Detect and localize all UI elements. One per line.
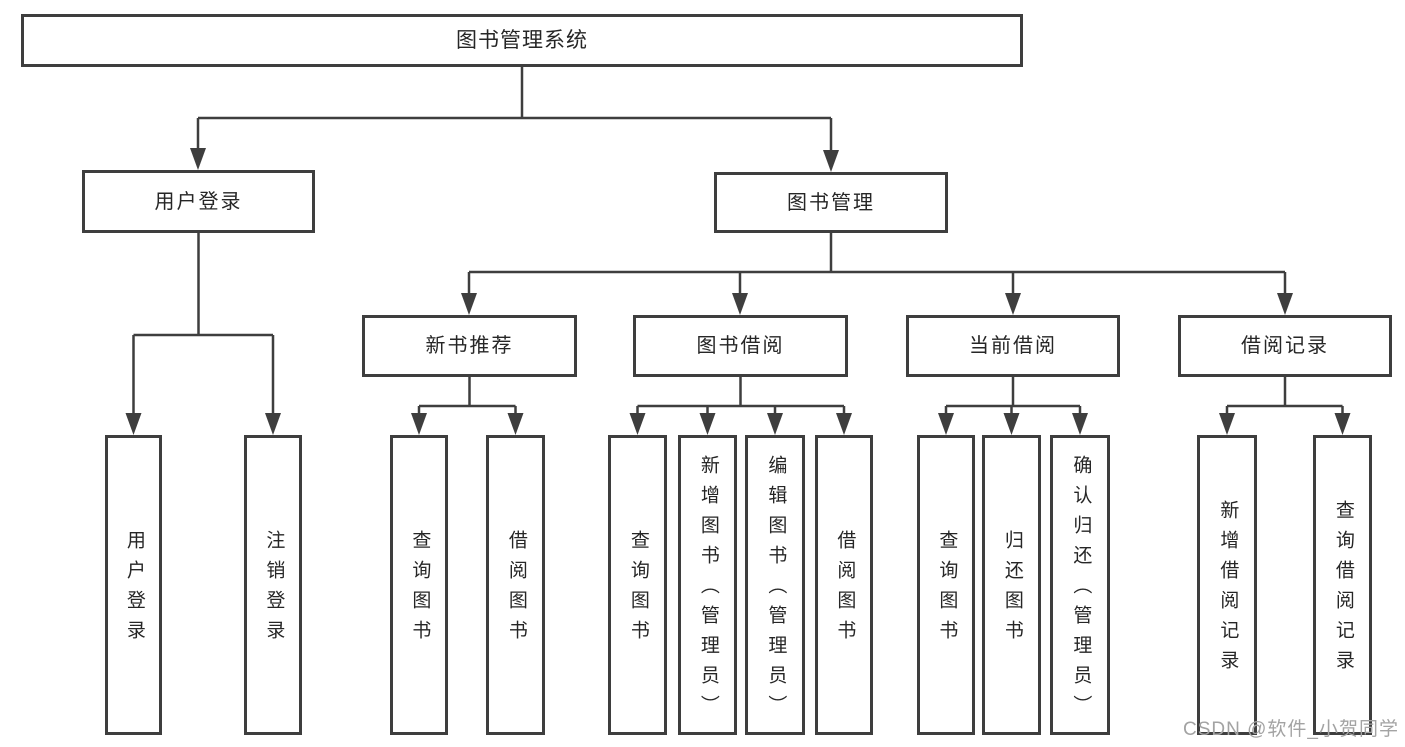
leaf-current-query-books: 查询图书 xyxy=(917,435,975,735)
leaf-add-books-admin: 新增图书（管理员） xyxy=(678,435,737,735)
leaf-return-books: 归还图书 xyxy=(982,435,1041,735)
arrowheads xyxy=(125,148,1351,435)
leaf-confirm-return-admin: 确认归还（管理员） xyxy=(1050,435,1110,735)
leaf-add-borrow-record: 新增借阅记录 xyxy=(1197,435,1257,735)
node-book-borrow: 图书借阅 xyxy=(633,315,848,377)
node-new-book-recommend: 新书推荐 xyxy=(362,315,577,377)
node-book-management: 图书管理 xyxy=(714,172,948,233)
leaf-edit-books-admin: 编辑图书（管理员） xyxy=(745,435,805,735)
node-library-system: 图书管理系统 xyxy=(21,14,1023,67)
leaf-user-login: 用户登录 xyxy=(105,435,162,735)
node-user-login: 用户登录 xyxy=(82,170,315,233)
leaf-logout: 注销登录 xyxy=(244,435,302,735)
csdn-watermark: CSDN @软件_小贺同学 xyxy=(1183,719,1399,740)
leaf-query-borrow-record: 查询借阅记录 xyxy=(1313,435,1372,735)
node-borrow-records: 借阅记录 xyxy=(1178,315,1392,377)
leaf-recommend-query-books: 查询图书 xyxy=(390,435,448,735)
node-current-borrow: 当前借阅 xyxy=(906,315,1120,377)
leaf-borrow-query-books: 查询图书 xyxy=(608,435,667,735)
leaf-borrow-books: 借阅图书 xyxy=(815,435,873,735)
leaf-recommend-borrow-books: 借阅图书 xyxy=(486,435,545,735)
